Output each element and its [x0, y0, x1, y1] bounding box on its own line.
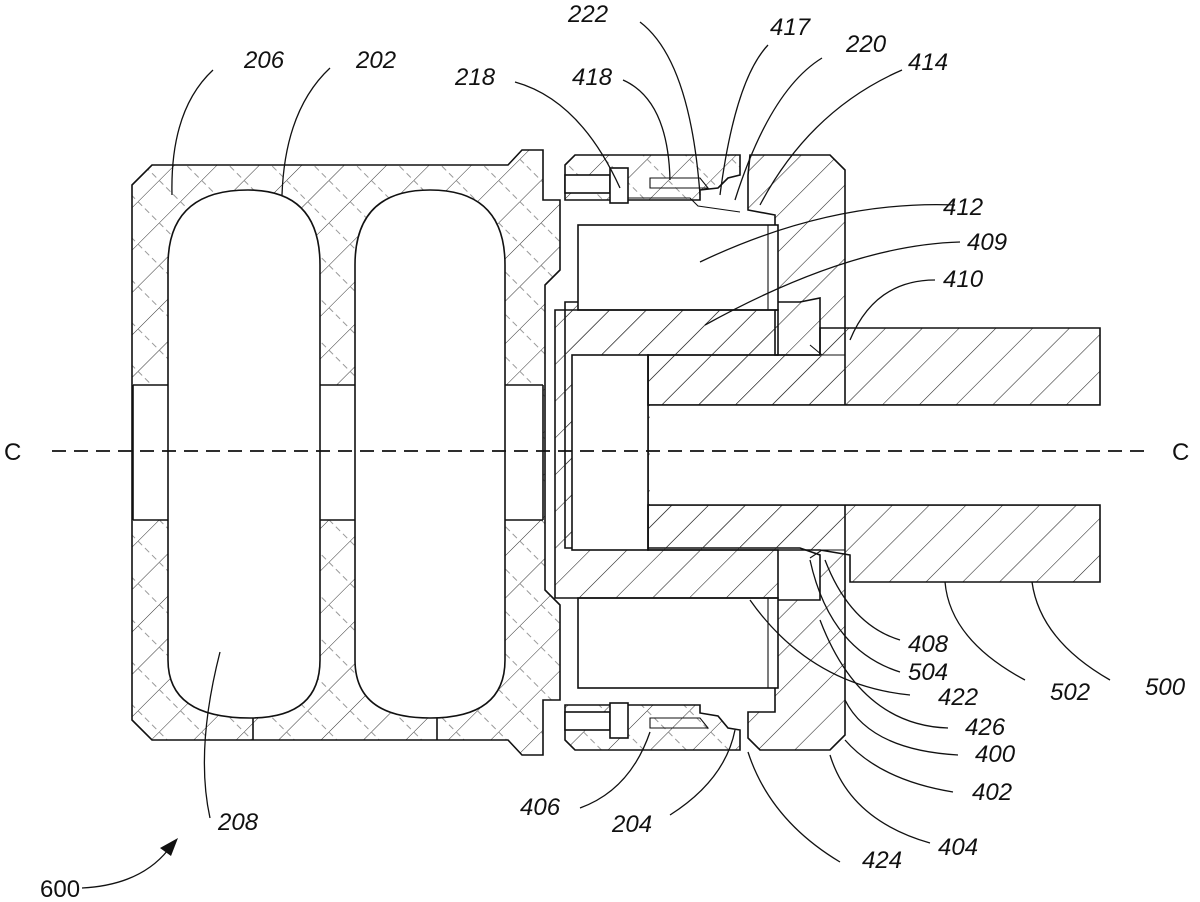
upper-coupling-nut [564, 154, 741, 213]
centerline-label-left: C [4, 439, 21, 466]
annular-space-lower [577, 597, 779, 689]
annular-space-412 [577, 224, 779, 311]
label-414: 414 [908, 49, 948, 76]
label-404: 404 [938, 834, 978, 861]
inner-sleeve [554, 309, 779, 599]
label-418: 418 [572, 64, 613, 91]
label-504: 504 [908, 659, 948, 686]
label-422: 422 [938, 684, 978, 711]
label-406: 406 [520, 794, 561, 821]
reference-labels: 206 202 218 418 222 417 220 414 412 409 … [40, 1, 1186, 902]
label-400: 400 [975, 741, 1016, 768]
label-222: 222 [567, 1, 608, 28]
label-206: 206 [243, 47, 285, 74]
lower-coupling-nut [564, 702, 741, 751]
label-500: 500 [1145, 674, 1186, 701]
label-208: 208 [217, 809, 259, 836]
label-218: 218 [454, 64, 496, 91]
leader-lines [81, 21, 1111, 889]
label-410: 410 [943, 266, 984, 293]
label-502: 502 [1050, 679, 1090, 706]
label-402: 402 [972, 779, 1012, 806]
label-600: 600 [40, 876, 80, 902]
housing-body [131, 149, 561, 756]
label-412: 412 [943, 194, 983, 221]
label-408: 408 [908, 631, 949, 658]
label-417: 417 [770, 14, 812, 41]
label-424: 424 [862, 847, 902, 874]
label-426: 426 [965, 714, 1006, 741]
tube-500 [647, 327, 1101, 583]
label-409: 409 [967, 229, 1007, 256]
label-204: 204 [611, 811, 652, 838]
centerline-label-right: C [1172, 439, 1189, 466]
label-202: 202 [355, 47, 396, 74]
label-220: 220 [845, 31, 887, 58]
